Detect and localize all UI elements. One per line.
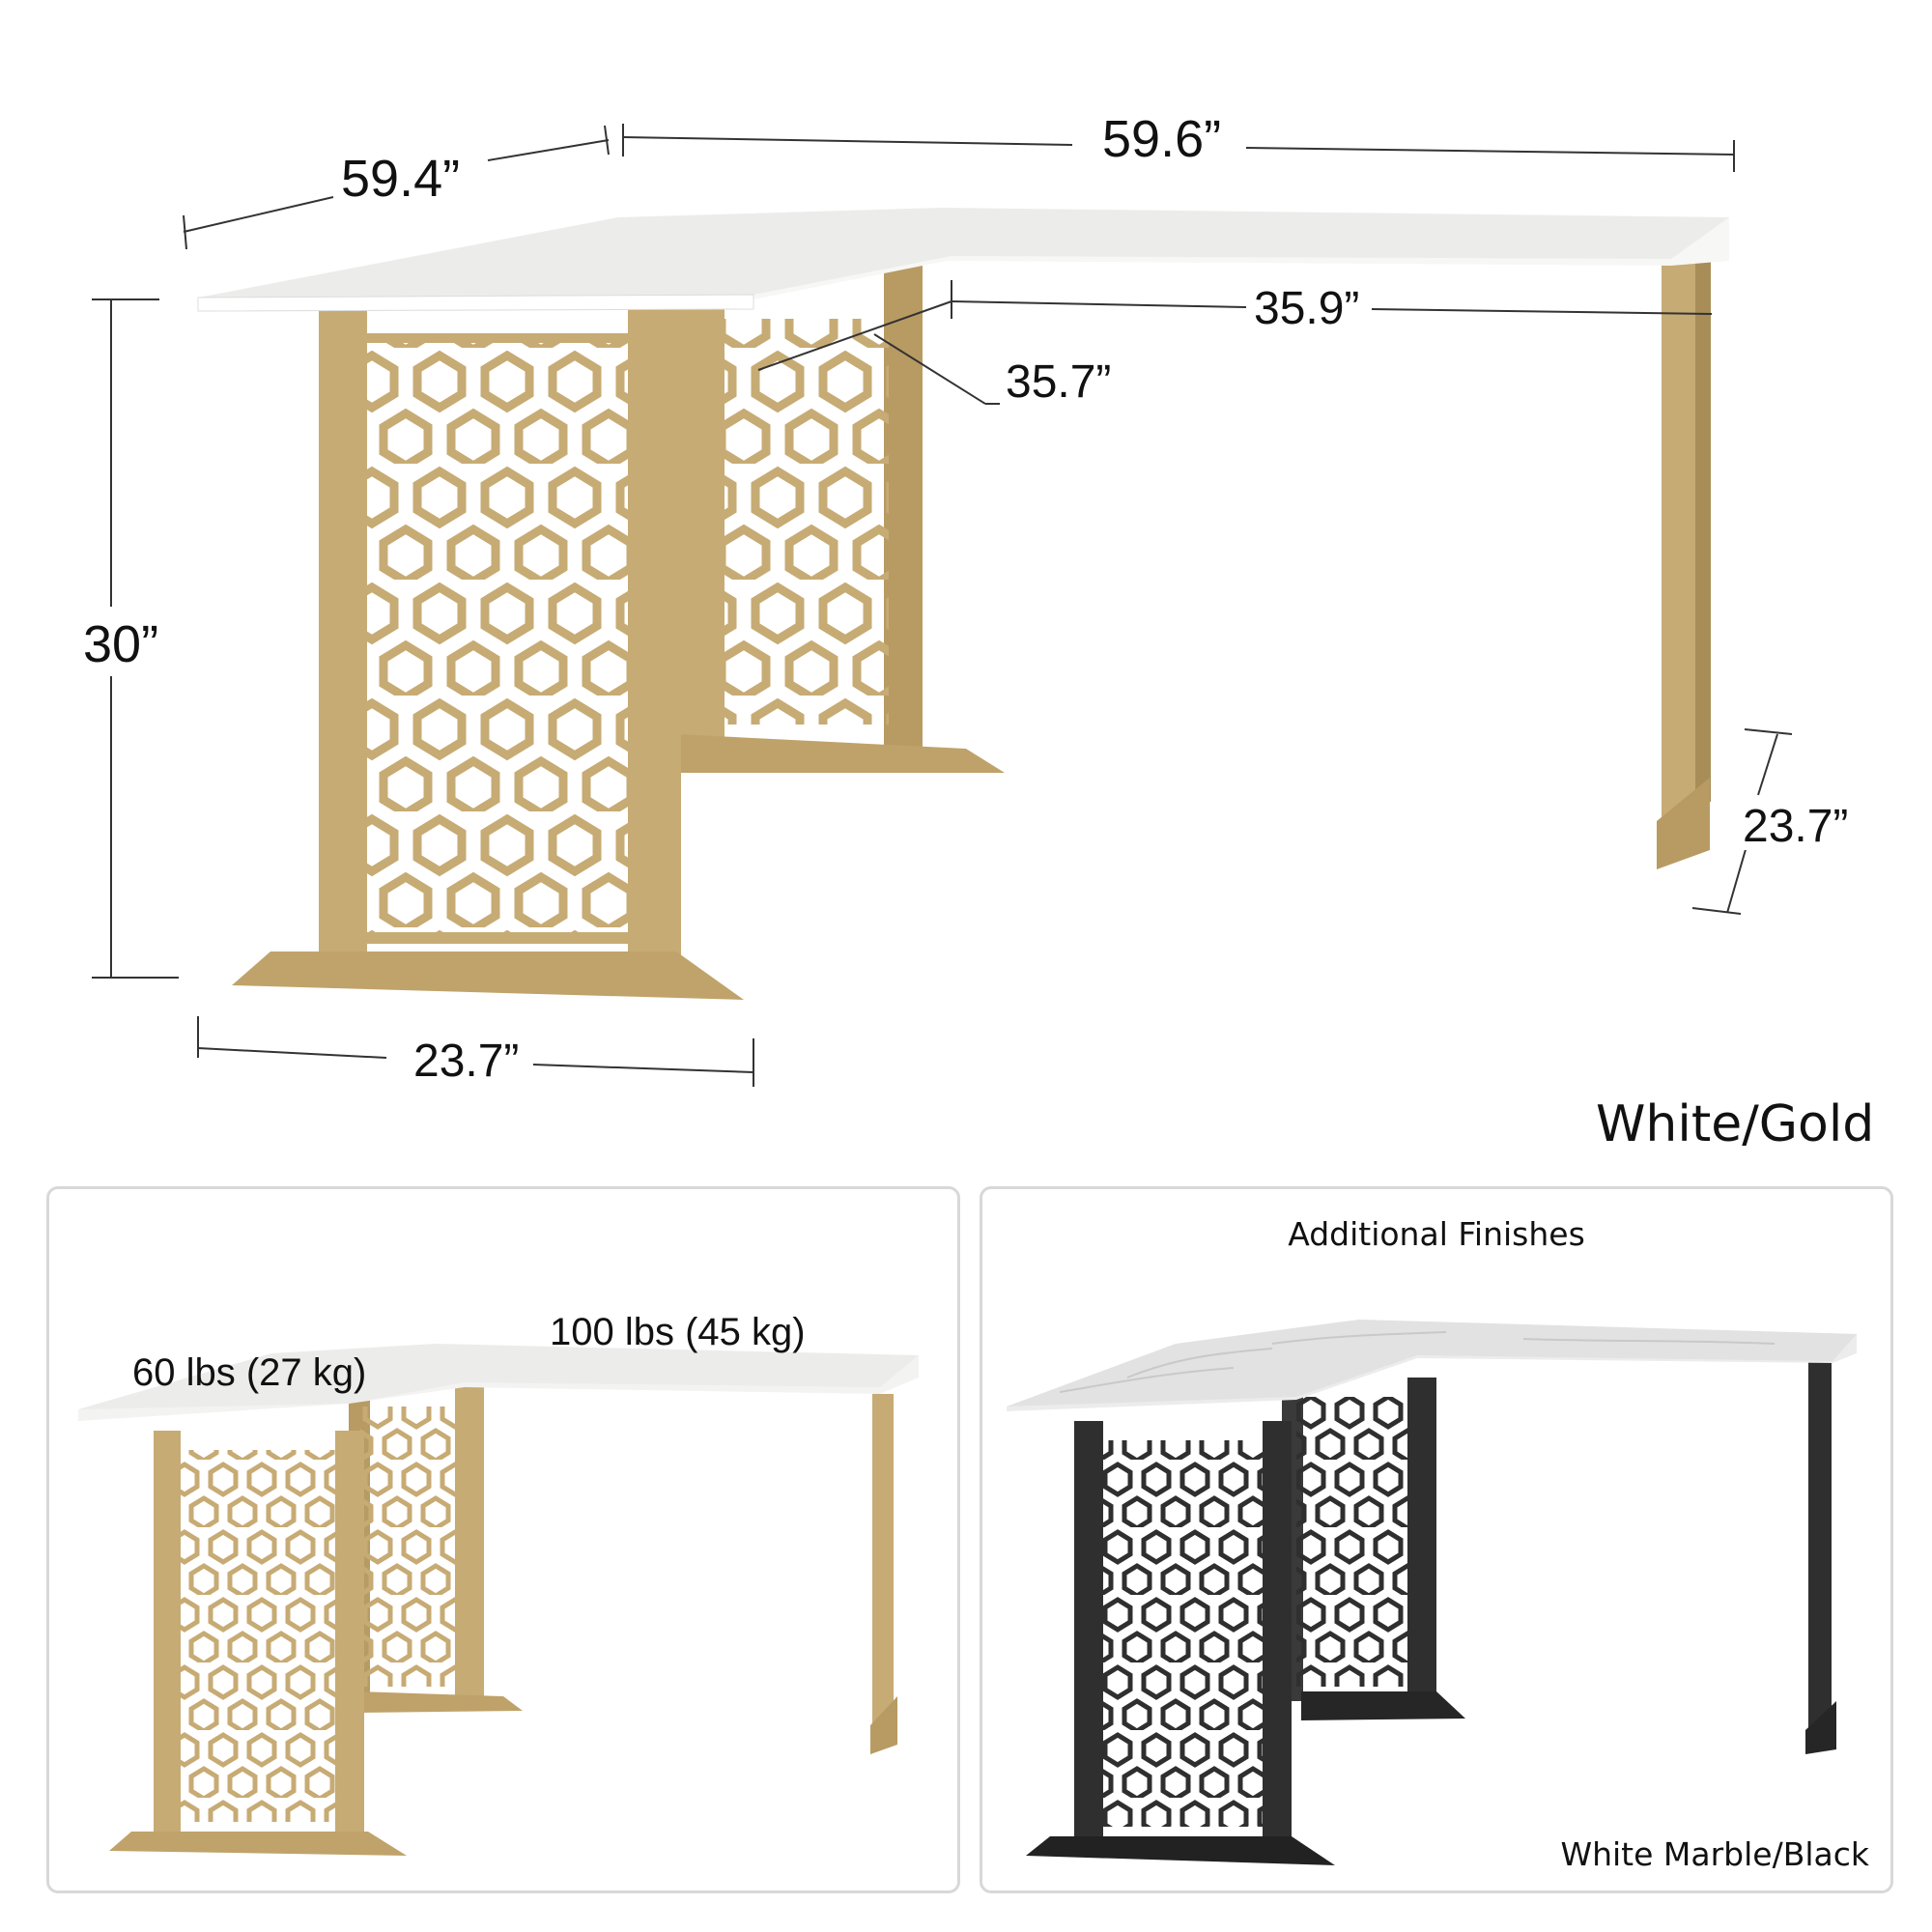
- main-finish-label: White/Gold: [1596, 1095, 1875, 1153]
- main-diagram: 59.4” 59.6” 35.9” 35.7” 30” 23.7” 23.7” …: [77, 113, 1875, 1150]
- desk-illustration-white-gold: [92, 124, 1793, 1087]
- dimension-label-right-leg-depth: 23.7”: [1737, 804, 1855, 850]
- right-weight-capacity: 100 lbs (45 kg): [550, 1311, 806, 1353]
- additional-finishes-title: Additional Finishes: [1288, 1215, 1585, 1253]
- weight-capacity-panel: 60 lbs (27 kg) 100 lbs (45 kg): [46, 1186, 960, 1893]
- additional-finishes-panel: Additional Finishes White Marble/Black: [980, 1186, 1893, 1893]
- dimension-label-inner-depth: 35.7”: [1000, 359, 1118, 406]
- dimension-lines: [92, 124, 1793, 1087]
- alternate-finish-label: White Marble/Black: [1560, 1835, 1869, 1873]
- desk-illustration-white-marble-black: [1007, 1320, 1857, 1865]
- dimension-label-top-right-width: 59.6”: [1096, 113, 1228, 165]
- left-weight-capacity: 60 lbs (27 kg): [132, 1351, 367, 1394]
- dimension-label-left-base-depth: 23.7”: [408, 1038, 526, 1085]
- dimension-label-return-width: 35.9”: [1248, 286, 1366, 332]
- desk-illustration-weight: [78, 1344, 919, 1856]
- dimension-label-top-left-depth: 59.4”: [335, 153, 467, 205]
- dimension-label-height: 30”: [77, 618, 165, 670]
